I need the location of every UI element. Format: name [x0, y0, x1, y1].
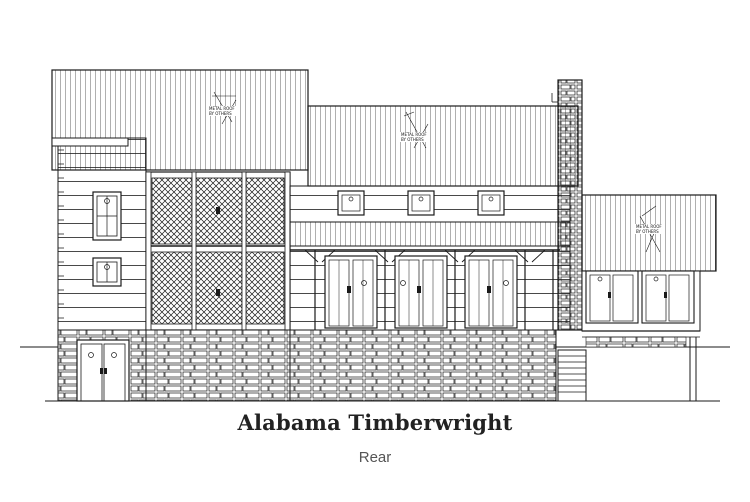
rear-elevation-drawing: METAL ROOF BY OTHERS METAL ROOF BY OTHER… [20, 69, 730, 402]
right-porch [581, 270, 701, 401]
drawing-subtitle: Rear [358, 449, 392, 466]
basement-door [76, 339, 130, 402]
roof-note-right: METAL ROOF BY OTHERS [634, 205, 664, 253]
left-roof [51, 69, 309, 171]
drawing-title: Alabama Timberwright [237, 410, 513, 435]
roof-note-left: METAL ROOF BY OTHERS [207, 91, 237, 125]
roof-note-center: METAL ROOF BY OTHERS [399, 111, 429, 149]
left-window-lower [92, 257, 122, 287]
screened-porch [145, 171, 291, 331]
roof-note-right-line1: METAL ROOF [636, 224, 662, 229]
left-window-upper [92, 191, 122, 241]
transom-window-2 [407, 190, 435, 216]
roof-note-center-line2: BY OTHERS [401, 137, 424, 142]
transom-window-1 [337, 190, 365, 216]
roof-note-left-line1: METAL ROOF [209, 106, 235, 111]
exterior-stairs [557, 349, 587, 402]
french-doors-3 [464, 255, 518, 329]
main-roof [307, 105, 579, 187]
french-doors-2 [394, 255, 448, 329]
roof-note-left-line2: BY OTHERS [209, 111, 232, 116]
french-doors-1 [324, 255, 378, 329]
roof-note-right-line2: BY OTHERS [636, 229, 659, 234]
porch-stone-base [145, 329, 291, 402]
transom-window-3 [477, 190, 505, 216]
roof-note-center-line1: METAL ROOF [401, 132, 427, 137]
center-stone-base [289, 329, 557, 402]
